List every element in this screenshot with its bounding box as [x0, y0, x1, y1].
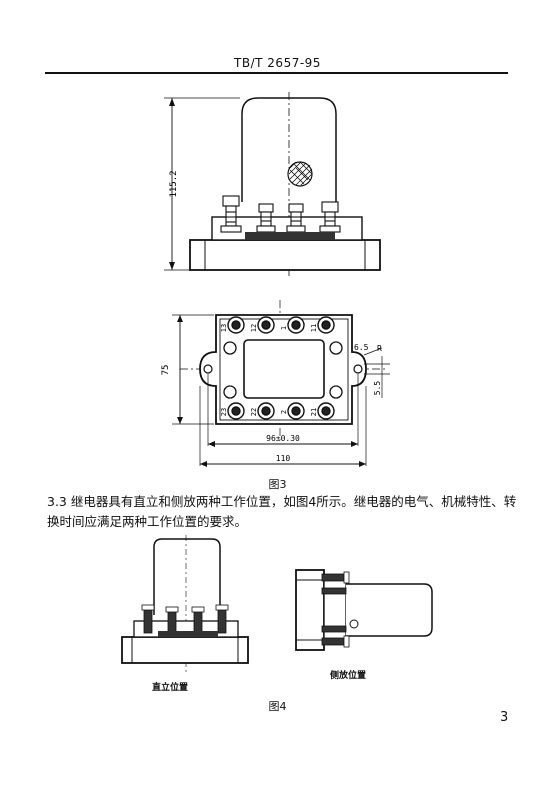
- figure3-caption: 图3: [268, 478, 287, 491]
- mounting-hole-icon: [203, 364, 213, 374]
- terminal-post: [220, 195, 242, 233]
- mounting-hole-icon: [353, 364, 363, 374]
- label-side-position: 侧放位置: [330, 671, 367, 681]
- dimension-75: 75: [161, 365, 171, 376]
- dimension-R: R: [377, 344, 382, 353]
- page-number: 3: [500, 710, 509, 725]
- dimension-5-5: 5.5: [373, 381, 382, 396]
- figure4-side-view: [295, 569, 433, 651]
- dimension-96: 96±0.30: [266, 434, 300, 443]
- figure3-plan-view: 13 12 1 11 23 22 2 21 75 6.5 R 5.5 96±0.…: [161, 300, 390, 467]
- terminal-label: 12: [250, 324, 258, 332]
- terminal-post: [256, 203, 276, 233]
- section-3-3-text: 3.3 继电器具有直立和侧放两种工作位置，如图4所示。继电器的电气、机械特性、转…: [47, 494, 517, 529]
- document-code-header: TB/T 2657-95: [234, 56, 321, 70]
- terminal-label: 2: [280, 410, 288, 414]
- dimension-height: 115.2: [169, 170, 179, 197]
- terminal-label: 1: [280, 326, 288, 330]
- figure3-front-view: 115.2: [164, 92, 381, 277]
- terminal-label: 23: [220, 408, 228, 416]
- terminal-label: 13: [220, 324, 228, 332]
- terminal-label: 11: [310, 324, 318, 332]
- terminal-label: 22: [250, 408, 258, 416]
- header-rule: [45, 72, 508, 74]
- figure4-caption: 图4: [268, 700, 287, 713]
- label-upright-position: 直立位置: [152, 683, 189, 693]
- dimension-110: 110: [276, 454, 291, 463]
- figure4-upright-view: [121, 535, 249, 675]
- dimension-6-5: 6.5: [354, 343, 369, 352]
- adjustment-screw-icon: [287, 161, 313, 187]
- terminal-label: 21: [310, 408, 318, 416]
